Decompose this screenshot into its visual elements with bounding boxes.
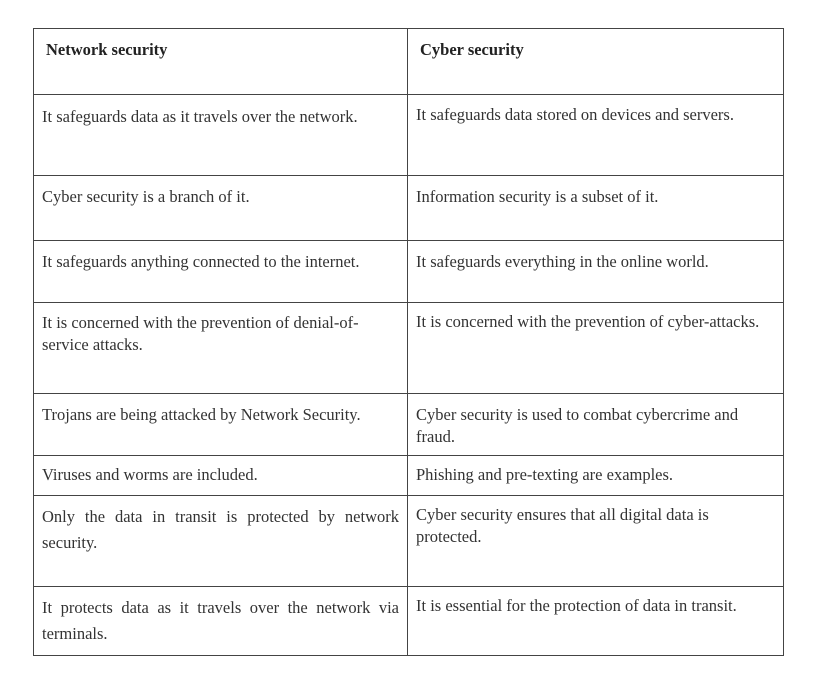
table-row: Viruses and worms are included. Phishing… bbox=[33, 455, 784, 496]
cyber-cell: It safeguards everything in the online w… bbox=[407, 240, 784, 303]
cyber-cell: Cyber security is used to combat cybercr… bbox=[407, 393, 784, 456]
table-row: It protects data as it travels over the … bbox=[33, 586, 784, 656]
cyber-cell: It is essential for the protection of da… bbox=[407, 586, 784, 656]
network-cell: It protects data as it travels over the … bbox=[33, 586, 408, 656]
network-cell: It safeguards anything connected to the … bbox=[33, 240, 408, 303]
cyber-cell: Information security is a subset of it. bbox=[407, 175, 784, 241]
comparison-table: Network security Cyber security It safeg… bbox=[33, 28, 784, 656]
header-row: Network security Cyber security bbox=[33, 28, 784, 95]
network-cell: Only the data in transit is protected by… bbox=[33, 495, 408, 587]
table-row: Cyber security is a branch of it. Inform… bbox=[33, 175, 784, 241]
header-cyber-security: Cyber security bbox=[407, 28, 784, 95]
cyber-cell: Phishing and pre-texting are examples. bbox=[407, 455, 784, 496]
header-network-security: Network security bbox=[33, 28, 408, 95]
cyber-cell: It is concerned with the prevention of c… bbox=[407, 302, 784, 394]
table-row: Trojans are being attacked by Network Se… bbox=[33, 393, 784, 456]
cyber-cell: It safeguards data stored on devices and… bbox=[407, 94, 784, 176]
network-cell: Trojans are being attacked by Network Se… bbox=[33, 393, 408, 456]
table-row: It safeguards anything connected to the … bbox=[33, 240, 784, 303]
table-row: Only the data in transit is protected by… bbox=[33, 495, 784, 587]
comparison-page: Network security Cyber security It safeg… bbox=[33, 28, 784, 656]
network-cell: It safeguards data as it travels over th… bbox=[33, 94, 408, 176]
network-cell: Viruses and worms are included. bbox=[33, 455, 408, 496]
network-cell: It is concerned with the prevention of d… bbox=[33, 302, 408, 394]
table-row: It is concerned with the prevention of d… bbox=[33, 302, 784, 394]
network-cell: Cyber security is a branch of it. bbox=[33, 175, 408, 241]
cyber-cell: Cyber security ensures that all digital … bbox=[407, 495, 784, 587]
table-row: It safeguards data as it travels over th… bbox=[33, 94, 784, 176]
